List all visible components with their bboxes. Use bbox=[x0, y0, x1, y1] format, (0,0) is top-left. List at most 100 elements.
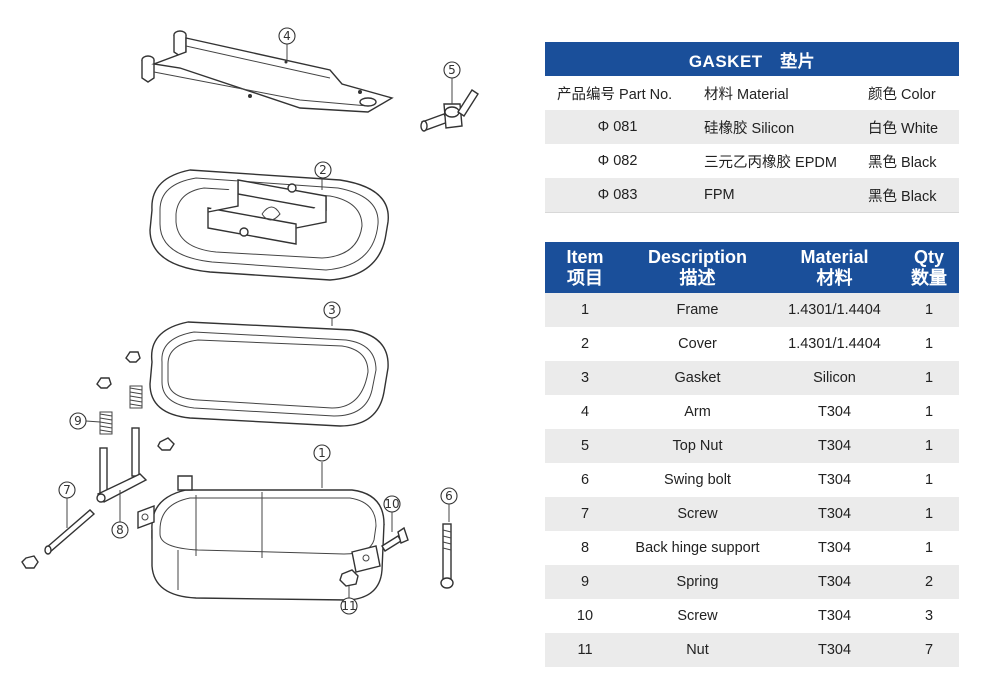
description-cell: Spring bbox=[676, 574, 719, 590]
callout-6: 6 bbox=[440, 487, 458, 505]
callout-1: 1 bbox=[313, 444, 331, 462]
parts-table-header: Item 项目 Description 描述 Material 材料 Qty 数… bbox=[545, 242, 959, 293]
gasket-part bbox=[149, 318, 389, 427]
svg-text:3: 3 bbox=[328, 303, 336, 317]
table-row: 1 Frame 1.4301/1.4404 1 bbox=[545, 293, 959, 327]
svg-text:10: 10 bbox=[384, 497, 399, 511]
description-cell: Gasket bbox=[674, 370, 721, 386]
arm-part bbox=[141, 30, 394, 113]
qty-cell: 3 bbox=[924, 608, 934, 624]
header-material: 材料 Material bbox=[704, 86, 789, 103]
table-row: 8 Back hinge support T304 1 bbox=[545, 531, 959, 565]
table-row: 11 Nut T304 7 bbox=[545, 633, 959, 667]
table-row: 4 Arm T304 1 bbox=[545, 395, 959, 429]
description-cell: Swing bolt bbox=[664, 472, 731, 488]
frame-part bbox=[137, 462, 385, 601]
item-cell: 2 bbox=[580, 336, 590, 352]
qty-cell: 2 bbox=[924, 574, 934, 590]
parts-table-body: 1 Frame 1.4301/1.4404 1 2 Cover 1.4301/1… bbox=[545, 293, 959, 667]
header-material: Material 材料 bbox=[770, 242, 899, 293]
screw-part bbox=[44, 498, 96, 555]
callout-11: 11 bbox=[340, 597, 358, 615]
item-cell: 5 bbox=[580, 438, 590, 454]
header-part-no: 产品编号 Part No. bbox=[557, 86, 673, 103]
header-material-en: Material bbox=[800, 246, 869, 267]
gasket-material: 硅橡胶 Silicon bbox=[704, 120, 795, 137]
callout-4: 4 bbox=[278, 27, 296, 45]
callout-9: 9 bbox=[69, 412, 87, 430]
svg-text:7: 7 bbox=[63, 483, 71, 497]
svg-text:9: 9 bbox=[74, 414, 82, 428]
svg-text:11: 11 bbox=[341, 599, 356, 613]
description-cell: Screw bbox=[677, 506, 718, 522]
item-cell: 11 bbox=[577, 642, 593, 658]
gasket-row: Φ 082 三元乙丙橡胶 EPDM 黑色 Black bbox=[545, 144, 959, 178]
qty-cell: 1 bbox=[924, 438, 934, 454]
item-cell: 3 bbox=[580, 370, 590, 386]
qty-cell: 1 bbox=[924, 404, 934, 420]
header-item-en: Item bbox=[566, 246, 604, 267]
header-qty: Qty 数量 bbox=[899, 242, 959, 293]
gasket-part-no: Φ 082 bbox=[597, 153, 638, 169]
loose-nuts bbox=[21, 351, 175, 569]
material-cell: T304 bbox=[817, 608, 852, 624]
item-cell: 8 bbox=[580, 540, 590, 556]
svg-text:6: 6 bbox=[445, 489, 453, 503]
callout-8: 8 bbox=[111, 521, 129, 539]
qty-cell: 1 bbox=[924, 540, 934, 556]
swing-bolt-part bbox=[440, 504, 454, 589]
gasket-table-header: 产品编号 Part No. 材料 Material 颜色 Color bbox=[545, 76, 959, 110]
material-cell: T304 bbox=[817, 574, 852, 590]
gasket-part-no: Φ 083 bbox=[597, 187, 638, 203]
callout-10: 10 bbox=[383, 495, 401, 513]
gasket-part-no: Φ 081 bbox=[597, 119, 638, 135]
item-cell: 4 bbox=[580, 404, 590, 420]
material-cell: T304 bbox=[817, 642, 852, 658]
table-row: 7 Screw T304 1 bbox=[545, 497, 959, 531]
header-item: Item 项目 bbox=[545, 242, 625, 293]
material-cell: 1.4301/1.4404 bbox=[788, 336, 881, 352]
callout-7: 7 bbox=[58, 481, 76, 499]
material-cell: Silicon bbox=[813, 370, 856, 386]
table-row: 10 Screw T304 3 bbox=[545, 599, 959, 633]
svg-text:1: 1 bbox=[318, 446, 326, 460]
qty-cell: 1 bbox=[924, 506, 934, 522]
header-material-zh: 材料 bbox=[816, 267, 853, 288]
qty-cell: 7 bbox=[924, 642, 934, 658]
description-cell: Arm bbox=[684, 404, 711, 420]
exploded-diagram: 4 5 2 3 9 1 7 8 10 6 11 bbox=[21, 27, 479, 615]
material-cell: T304 bbox=[817, 506, 852, 522]
gasket-table: GASKET 垫片 产品编号 Part No. 材料 Material 颜色 C… bbox=[545, 42, 959, 213]
svg-text:8: 8 bbox=[116, 523, 124, 537]
material-cell: T304 bbox=[817, 540, 852, 556]
qty-cell: 1 bbox=[924, 336, 934, 352]
qty-cell: 1 bbox=[924, 472, 934, 488]
item-cell: 7 bbox=[580, 506, 590, 522]
callout-3: 3 bbox=[323, 301, 341, 319]
header-qty-en: Qty bbox=[913, 246, 944, 267]
material-cell: T304 bbox=[817, 404, 852, 420]
table-row: 2 Cover 1.4301/1.4404 1 bbox=[545, 327, 959, 361]
nut-11-part bbox=[339, 569, 359, 598]
gasket-material: 三元乙丙橡胶 EPDM bbox=[704, 154, 837, 171]
material-cell: T304 bbox=[817, 438, 852, 454]
material-cell: 1.4301/1.4404 bbox=[788, 302, 881, 318]
header-description: Description 描述 bbox=[625, 242, 770, 293]
top-nut-part bbox=[420, 78, 479, 132]
description-cell: Back hinge support bbox=[635, 540, 760, 556]
header-description-zh: 描述 bbox=[679, 267, 716, 288]
qty-cell: 1 bbox=[924, 370, 934, 386]
cover-part bbox=[149, 169, 389, 281]
qty-cell: 1 bbox=[924, 302, 934, 318]
table-row: 3 Gasket Silicon 1 bbox=[545, 361, 959, 395]
callout-5: 5 bbox=[443, 61, 461, 79]
table-row: 9 Spring T304 2 bbox=[545, 565, 959, 599]
gasket-material: FPM bbox=[704, 187, 735, 203]
description-cell: Screw bbox=[677, 608, 718, 624]
gasket-row: Φ 083 FPM 黑色 Black bbox=[545, 178, 959, 213]
gasket-table-title: GASKET 垫片 bbox=[545, 42, 959, 76]
material-cell: T304 bbox=[817, 472, 852, 488]
svg-text:5: 5 bbox=[448, 63, 456, 77]
description-cell: Frame bbox=[676, 302, 719, 318]
table-row: 6 Swing bolt T304 1 bbox=[545, 463, 959, 497]
